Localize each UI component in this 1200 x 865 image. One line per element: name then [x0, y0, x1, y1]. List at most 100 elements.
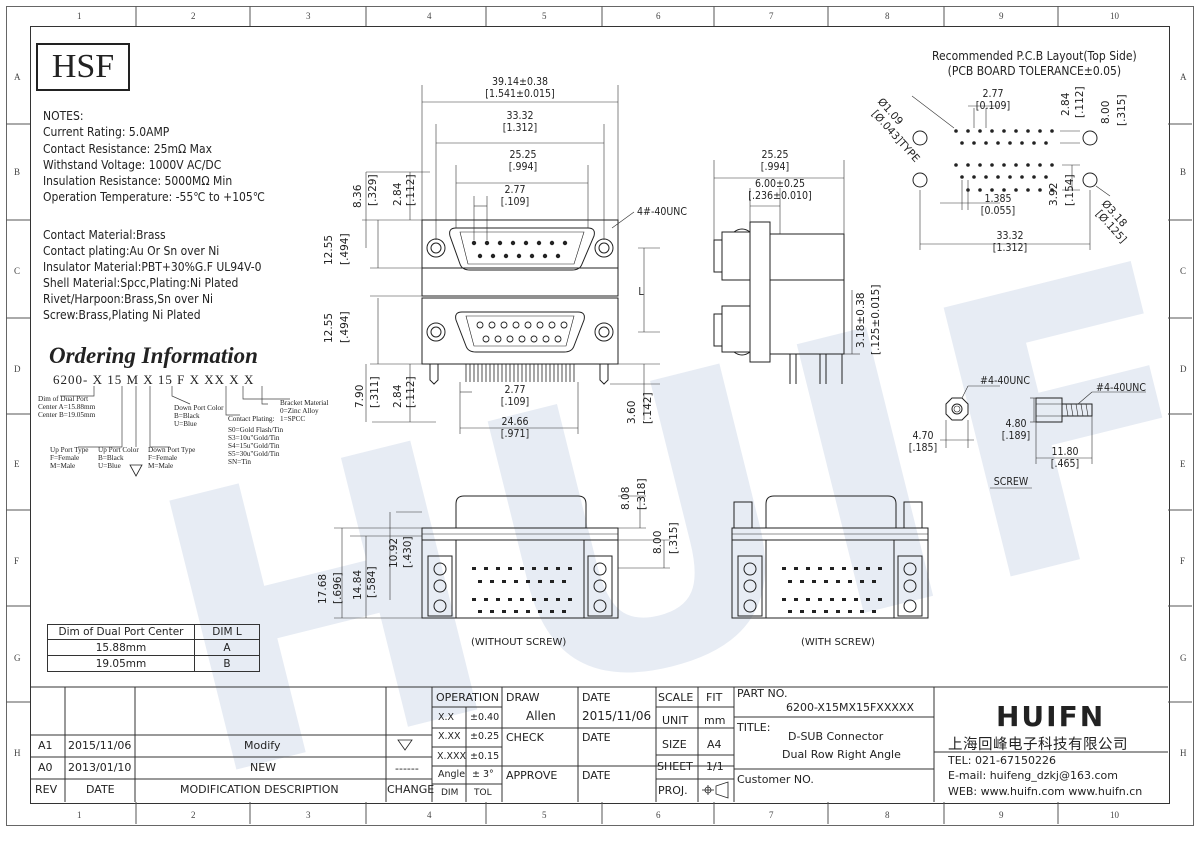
pcb-subtitle-line: (PCB BOARD TOLERANCE±0.05)	[947, 64, 1122, 78]
dim-label-vertical: 3.92	[1048, 182, 1060, 206]
front-dimensions	[362, 85, 660, 434]
dim-label-vertical: 10.92	[388, 537, 400, 568]
screw-detail	[940, 385, 1146, 489]
sheet-label: SHEET	[657, 760, 693, 773]
zone-letter: E	[14, 459, 20, 469]
pcb-title-line: Recommended P.C.B Layout(Top Side)	[932, 49, 1137, 63]
zone-letter: F	[14, 556, 20, 566]
zone-number: 4	[427, 810, 432, 820]
dim-label-vertical: 8.00	[1100, 100, 1112, 124]
pin-holes	[471, 240, 568, 259]
table-header: Dim of Dual Port Center	[47, 624, 195, 640]
zone-number: 10	[1110, 11, 1119, 21]
notes-heading: NOTES:	[43, 109, 84, 123]
zone-letter: H	[1180, 748, 1187, 758]
dim-label-vertical: 3.60	[626, 400, 638, 424]
revision-date: 2013/01/10	[68, 761, 132, 774]
zone-ticks	[6, 6, 1192, 824]
title-line: Dual Row Right Angle	[782, 748, 901, 761]
tol-val: ±0.25	[470, 731, 500, 742]
caption-without-screw: (WITHOUT SCREW)	[471, 637, 567, 648]
zone-number: 8	[885, 810, 890, 820]
size-label: SIZE	[662, 738, 687, 751]
material-line: Contact plating:Au Or Sn over Ni	[43, 244, 220, 258]
dim-label-vertical: [.584]	[366, 566, 378, 598]
revision-change: ------	[395, 762, 419, 775]
revision-description: Modify	[244, 739, 281, 752]
revision-cell: A0	[38, 761, 53, 774]
zone-number: 5	[542, 11, 547, 21]
zone-number: 7	[769, 810, 774, 820]
dim-label-vertical: [.142]	[642, 392, 654, 424]
dim-label-vertical: [.494]	[339, 311, 351, 343]
zone-number: 6	[656, 11, 661, 21]
dim-label-vertical: 14.84	[352, 569, 364, 600]
company-tel: TEL: 021-67150226	[948, 754, 1056, 767]
drawer-name: Allen	[526, 709, 556, 723]
dim-label: 4.70[.185]	[908, 430, 938, 454]
revision-triangle	[129, 464, 143, 477]
zone-number: 1	[77, 810, 82, 820]
ordering-code: 6200- X 15 M X 15 F X XX X X	[53, 372, 255, 387]
revision-date: 2015/11/06	[68, 739, 132, 752]
dim-label: 33.32[1.312]	[502, 110, 538, 134]
dim-label-vertical: [.430]	[402, 536, 414, 568]
dim-label-vertical: [.154]	[1064, 174, 1076, 206]
check-label: CHECK	[506, 731, 544, 744]
note-line: Operation Temperature: -55℃ to +105℃	[43, 190, 265, 205]
customer-label: Customer NO.	[737, 773, 814, 786]
note-line: Insulation Resistance: 5000MΩ Min	[43, 174, 233, 189]
dim-label-vertical: 2.84	[1060, 92, 1072, 116]
dim-label: 1.385[0.055]	[980, 193, 1016, 217]
huifn-logo: HUIFN	[996, 700, 1106, 733]
dim-label-vertical: [.112]	[405, 376, 417, 408]
tol-val: ±0.15	[470, 751, 500, 762]
caption-with-screw: (WITH SCREW)	[801, 637, 875, 648]
outer-border	[6, 6, 1194, 826]
side-view	[713, 221, 845, 384]
dim-label-vertical: 17.68	[317, 573, 329, 604]
zone-letter: C	[1180, 266, 1187, 276]
zone-number: 6	[656, 810, 661, 820]
dim-label-vertical: 12.55	[323, 312, 335, 343]
tol-key: X.XXX	[437, 751, 467, 762]
company-name: 上海回峰电子科技有限公司	[948, 737, 1128, 753]
zone-letter: G	[1180, 653, 1187, 663]
tol-key: X.X	[438, 712, 455, 723]
dim-label-vertical: 7.90	[354, 384, 366, 408]
pcb-pin-holes	[954, 129, 1054, 192]
dim-label-vertical: 12.55	[323, 234, 335, 265]
dim-label: 2.77[0.109]	[975, 88, 1011, 112]
zone-number: 3	[306, 810, 311, 820]
table-cell: B	[194, 655, 260, 672]
pcb-layout-title: Recommended P.C.B Layout(Top Side) (PCB …	[932, 49, 1137, 79]
dim-header: DIM	[441, 788, 459, 798]
projection-symbol-icon	[702, 781, 729, 799]
fit-label: FIT	[706, 691, 723, 704]
part-number: 6200-X15MX15FXXXXX	[786, 701, 914, 714]
bottom-view-with-screw	[731, 495, 929, 619]
part-no-label: PART NO.	[737, 687, 788, 700]
zone-letter: D	[1180, 364, 1187, 374]
side-dimensions	[713, 160, 860, 355]
technical-drawing	[6, 6, 1192, 824]
dim-label: #4-40UNC	[980, 375, 1030, 387]
dim-label: 2.77[.109]	[500, 184, 530, 208]
dim-label: 11.80[.465]	[1050, 446, 1080, 470]
dim-label-vertical: [.318]	[636, 478, 648, 510]
revision-triangle	[397, 739, 413, 751]
revision-description: NEW	[250, 761, 277, 774]
zone-number: 7	[769, 11, 774, 21]
header-modification: MODIFICATION DESCRIPTION	[180, 783, 339, 796]
operation-label: OPERATION	[436, 691, 499, 704]
draw-label: DRAW	[506, 691, 540, 704]
zone-letter: F	[1180, 556, 1186, 566]
dim-label: 33.32[1.312]	[992, 230, 1028, 254]
approve-label: APPROVE	[506, 769, 558, 782]
zone-number: 8	[885, 11, 890, 21]
zone-number: 9	[999, 810, 1004, 820]
tol-key: Angle	[438, 769, 466, 780]
zone-letter: G	[14, 653, 21, 663]
